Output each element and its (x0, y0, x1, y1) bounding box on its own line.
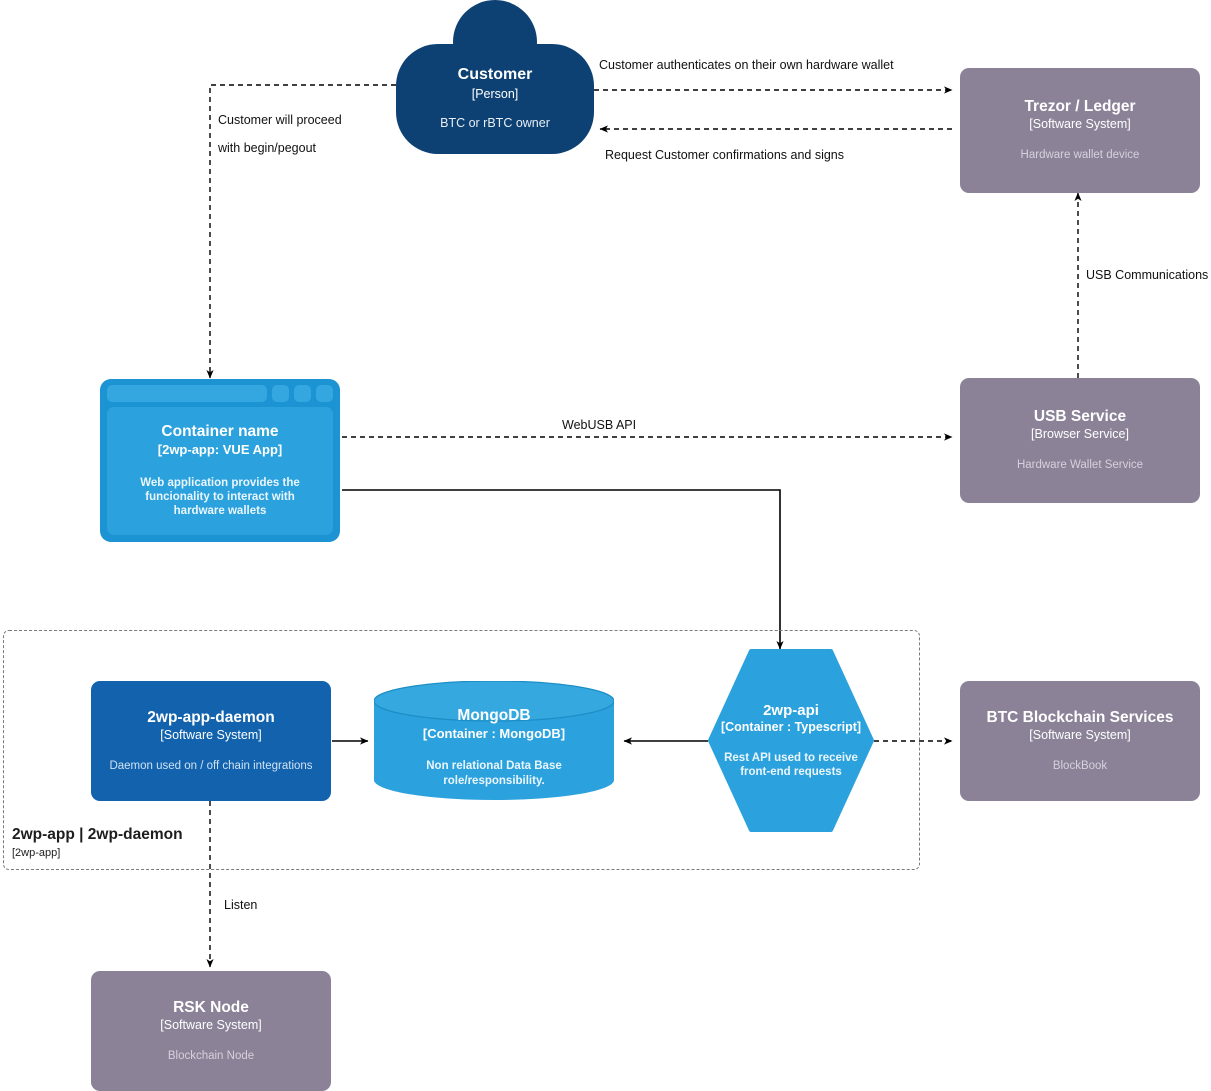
node-vue-app[interactable]: Container name [2wp-app: VUE App] Web ap… (100, 379, 340, 542)
node-desc: Daemon used on / off chain integrations (109, 759, 313, 772)
node-desc: BlockBook (1052, 759, 1108, 772)
boundary-label: 2wp-app | 2wp-daemon [2wp-app] (12, 826, 183, 859)
node-mongodb[interactable]: MongoDB [Container : MongoDB] Non relati… (374, 681, 614, 800)
edge-label-vueapp-to-usbservice: WebUSB API (562, 418, 637, 432)
node-tech: [Software System] (160, 727, 262, 742)
node-title: USB Service (1033, 408, 1127, 426)
browser-minimize-icon[interactable] (272, 385, 289, 402)
node-desc: Rest API used to receive front-end reque… (724, 751, 858, 779)
browser-chrome (107, 385, 333, 402)
boundary-title: 2wp-app | 2wp-daemon (12, 826, 183, 843)
node-title: RSK Node (173, 998, 249, 1016)
edge-label-customer-to-vueapp: Customer will proceed with begin/pegout (218, 113, 342, 156)
node-content: MongoDB [Container : MongoDB] Non relati… (374, 681, 614, 800)
node-content: 2wp-api [Container : Typescript] Rest AP… (708, 649, 874, 832)
browser-address-bar[interactable] (107, 385, 267, 402)
node-title: Trezor / Ledger (1024, 98, 1136, 116)
node-2wp-app-daemon[interactable]: 2wp-app-daemon [Software System] Daemon … (91, 681, 331, 801)
edge-label-customer-to-trezor: Customer authenticates on their own hard… (599, 58, 894, 72)
person-body: Customer [Person] BTC or rBTC owner (396, 44, 594, 154)
browser-content: Container name [2wp-app: VUE App] Web ap… (107, 407, 333, 535)
node-tech: [Software System] (160, 1017, 262, 1032)
edge-label-trezor-to-customer: Request Customer confirmations and signs (605, 148, 845, 162)
node-tech: [Software System] (1029, 117, 1131, 132)
node-2wp-api[interactable]: 2wp-api [Container : Typescript] Rest AP… (708, 649, 874, 832)
node-desc: Blockchain Node (167, 1049, 255, 1062)
boundary-tech: [2wp-app] (12, 847, 61, 859)
node-btc-blockchain-services[interactable]: BTC Blockchain Services [Software System… (960, 681, 1200, 801)
node-rsk-node[interactable]: RSK Node [Software System] Blockchain No… (91, 971, 331, 1091)
node-desc: Hardware Wallet Service (1016, 459, 1144, 472)
node-title: Container name (161, 423, 279, 441)
node-title: 2wp-api (763, 701, 819, 719)
node-tech: [Container : MongoDB] (422, 725, 566, 741)
node-tech: [Container : Typescript] (720, 719, 862, 734)
node-desc: Non relational Data Base role/responsibi… (426, 760, 562, 787)
hexagon-shape-icon (708, 649, 874, 832)
edge-label-daemon-to-rsknode: Listen (224, 898, 258, 912)
node-tech: [2wp-app: VUE App] (157, 442, 283, 458)
node-title: 2wp-app-daemon (147, 708, 275, 726)
node-customer[interactable]: Customer [Person] BTC or rBTC owner (396, 0, 594, 180)
node-title: MongoDB (457, 706, 531, 724)
node-desc: Web application provides the funcionalit… (140, 476, 300, 518)
cylinder-shape-icon (374, 681, 614, 800)
node-title: Customer (457, 66, 533, 84)
node-usb-service[interactable]: USB Service [Browser Service] Hardware W… (960, 378, 1200, 503)
node-tech: [Browser Service] (1031, 427, 1129, 442)
edge-label-usbservice-to-trezor: USB Communications (1086, 268, 1209, 282)
browser-maximize-icon[interactable] (294, 385, 311, 402)
node-tech: [Person] (471, 86, 519, 101)
browser-close-icon[interactable] (316, 385, 333, 402)
edge-vueapp-to-twpapi (342, 489, 784, 650)
node-trezor-ledger[interactable]: Trezor / Ledger [Software System] Hardwa… (960, 68, 1200, 193)
boundary-2wp-app (3, 630, 920, 870)
node-title: BTC Blockchain Services (986, 708, 1174, 726)
node-desc: Hardware wallet device (1020, 149, 1140, 162)
node-desc: BTC or rBTC owner (440, 115, 550, 130)
node-tech: [Software System] (1029, 727, 1131, 742)
